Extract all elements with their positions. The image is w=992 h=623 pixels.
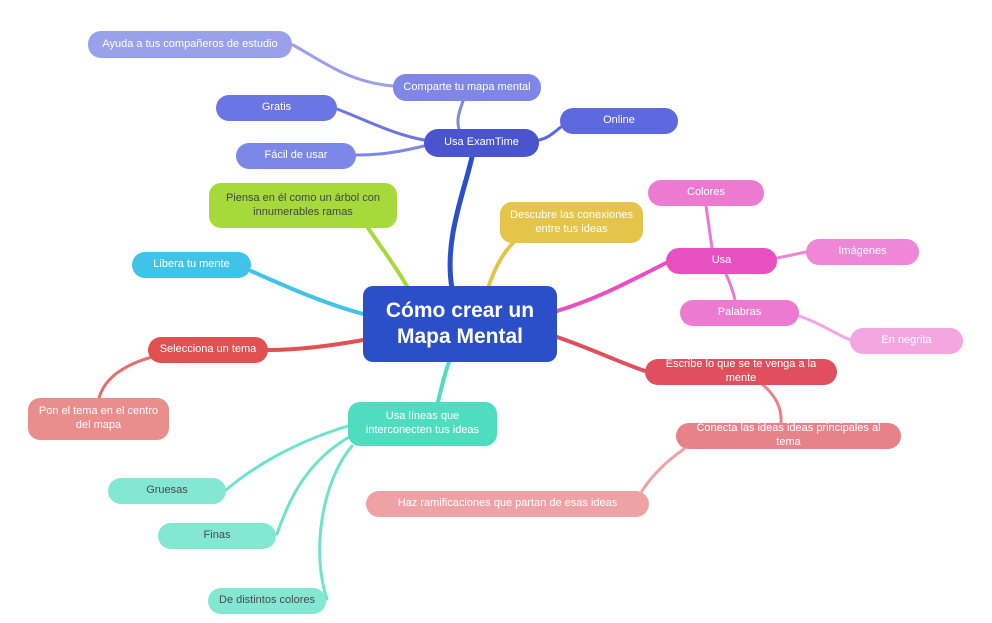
node-comparte[interactable]: Comparte tu mapa mental [393,74,541,101]
node-escribe[interactable]: Escribe lo que se te venga a la mente [645,358,837,385]
node-online[interactable]: Online [560,108,678,134]
edge-central-piensa [366,226,410,290]
node-piensa[interactable]: Piensa en él como un árbol con innumerab… [209,183,397,228]
node-negrita[interactable]: En negrita [850,328,963,354]
node-conecta[interactable]: Conecta las ideas ideas principales al t… [676,422,901,449]
node-usa-lineas[interactable]: Usa líneas que interconecten tus ideas [348,402,497,446]
edge-usa-examtime-comparte [456,99,465,131]
edge-usa-lineas-distintos [318,444,354,601]
edge-usa-imagenes [775,250,808,260]
edge-usa-lineas-finas [275,435,351,536]
node-ayuda[interactable]: Ayuda a tus compañeros de estudio [88,31,292,58]
edge-central-descubre [486,241,515,290]
node-selecciona[interactable]: Selecciona un tema [148,337,268,363]
node-imagenes[interactable]: Imágenes [806,239,919,265]
edge-central-usa [555,261,668,313]
edge-central-selecciona [266,338,365,352]
edge-usa-examtime-facil [354,144,426,157]
node-gruesas[interactable]: Gruesas [108,478,226,504]
node-haz[interactable]: Haz ramificaciones que partan de esas id… [366,491,649,517]
node-usa-examtime[interactable]: Usa ExamTime [424,129,539,157]
edge-central-libera [249,269,365,316]
edge-usa-lineas-gruesas [224,424,350,492]
node-pon-tema[interactable]: Pon el tema en el centro del mapa [28,398,169,440]
node-facil[interactable]: Fácil de usar [236,143,356,169]
edge-usa-examtime-gratis [335,107,426,142]
node-gratis[interactable]: Gratis [216,95,337,121]
node-usa[interactable]: Usa [666,248,777,274]
edge-usa-examtime-online [537,125,563,142]
node-palabras[interactable]: Palabras [680,300,799,326]
edge-conecta-haz [640,447,686,493]
node-libera[interactable]: Libera tu mente [132,252,251,278]
edge-usa-palabras [724,272,737,302]
edge-comparte-ayuda [291,43,395,88]
node-distintos[interactable]: De distintos colores [208,588,326,614]
node-central[interactable]: Cómo crear un Mapa Mental [363,286,557,362]
edge-central-usa-lineas [436,360,451,404]
edge-central-usa-examtime [447,154,475,292]
edge-palabras-negrita [797,314,852,342]
node-finas[interactable]: Finas [158,523,276,549]
edge-central-escribe [555,335,647,373]
node-colores[interactable]: Colores [648,180,764,206]
node-descubre[interactable]: Descubre las conexiones entre tus ideas [500,202,643,243]
edge-escribe-conecta [761,383,783,425]
edge-selecciona-pon-tema [97,355,154,400]
edge-usa-colores [704,204,714,250]
